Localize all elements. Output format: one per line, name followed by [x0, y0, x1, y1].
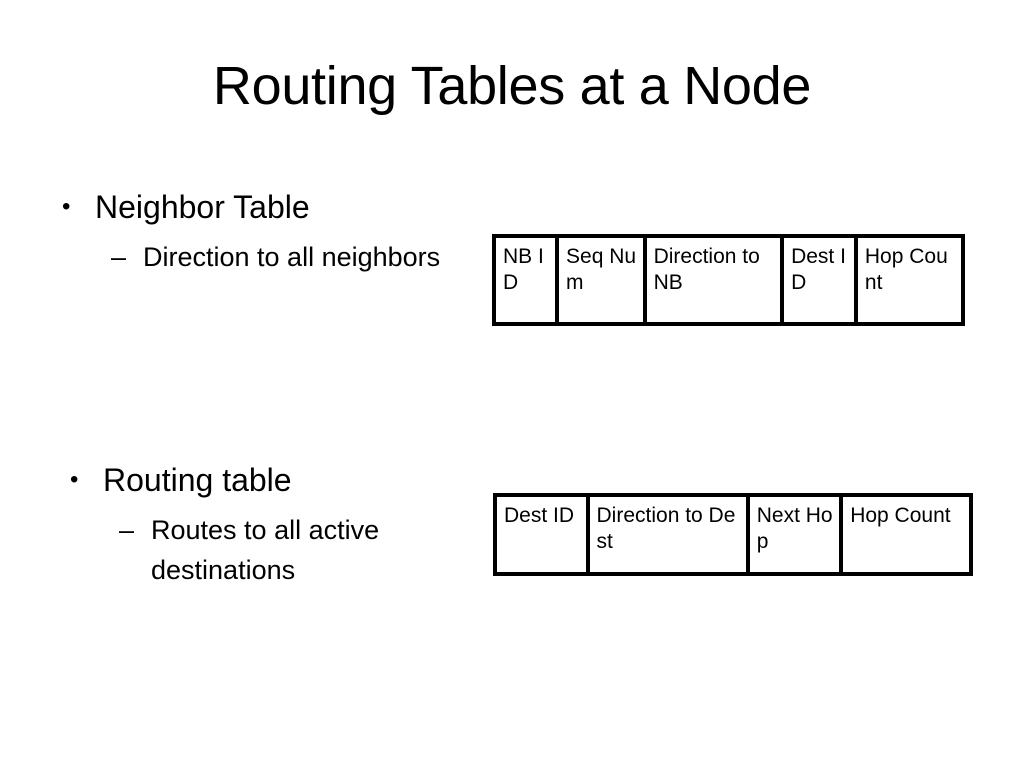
dash-marker-icon: – [111, 242, 127, 272]
table-cell-dest-id: Dest ID [784, 238, 858, 322]
table-cell-next-hop: Next Hop [750, 497, 844, 572]
bullet-label: Routing table [103, 462, 292, 498]
table-cell-direction-to-nb: Direction to NB [647, 238, 785, 322]
bullet-group-neighbor-table: • Neighbor Table – Direction to all neig… [0, 186, 470, 277]
table-cell-dest-id: Dest ID [497, 497, 590, 572]
sub-bullet-item-direction-to-all-neighbors: – Direction to all neighbors [0, 237, 470, 277]
table-cell-direction-to-dest: Direction to Dest [590, 497, 750, 572]
table-cell-nb-id: NB ID [496, 238, 560, 322]
page-title: Routing Tables at a Node [212, 56, 812, 116]
table-cell-hop-count: Hop Count [850, 504, 951, 527]
bullet-item-routing-table: • Routing table [0, 459, 470, 501]
bullet-marker-icon: • [70, 466, 79, 493]
neighbor-table-diagram: NB ID Seq Num Direction to NB Dest ID Ho… [492, 234, 965, 326]
bullet-item-neighbor-table: • Neighbor Table [0, 186, 470, 228]
sub-bullet-item-routes-to-all-active-destinations: – Routes to all active destinations [0, 510, 470, 590]
routing-table-diagram: Dest ID Direction to Dest Next Hop Hop C… [493, 493, 973, 576]
bullet-group-routing-table: • Routing table – Routes to all active d… [0, 459, 470, 590]
bullet-marker-icon: • [62, 193, 71, 220]
dash-marker-icon: – [119, 515, 135, 545]
table-cell-seq-num: Seq Num [559, 238, 647, 322]
bullet-label: Neighbor Table [95, 189, 310, 225]
sub-bullet-label: Routes to all active destinations [151, 515, 380, 585]
sub-bullet-label: Direction to all neighbors [143, 242, 441, 272]
table-cell-hop-count: Hop Count [864, 245, 948, 294]
